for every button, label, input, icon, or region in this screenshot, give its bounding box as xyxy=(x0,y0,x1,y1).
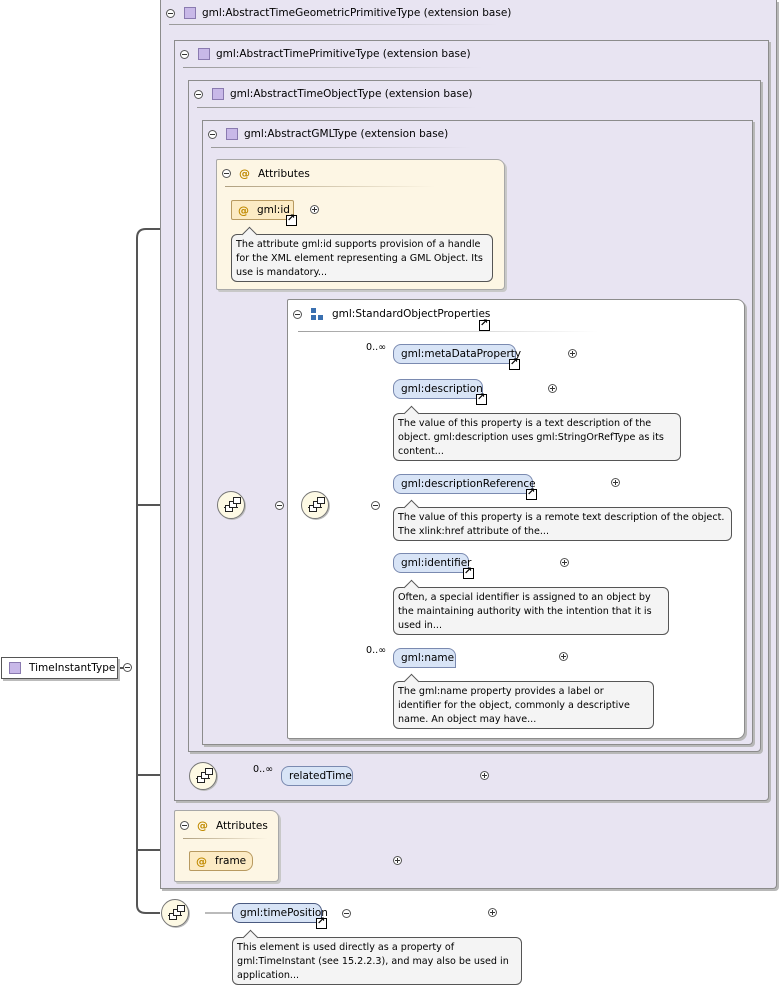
reference-arrow-icon xyxy=(316,916,327,929)
frame-attribute[interactable]: @ frame xyxy=(189,851,253,871)
expand-icon[interactable] xyxy=(568,349,578,358)
collapse-icon[interactable] xyxy=(180,49,189,59)
element-name[interactable]: gml:name xyxy=(393,648,456,668)
root-type-box[interactable]: TimeInstantType xyxy=(1,657,118,679)
attributes-title: Attributes xyxy=(258,167,310,180)
reference-arrow-icon xyxy=(509,357,520,370)
reference-arrow-icon xyxy=(463,566,474,579)
root-type-label: TimeInstantType xyxy=(29,662,116,674)
sequence-compositor-icon[interactable] xyxy=(161,899,189,927)
attribute-at-icon: @ xyxy=(197,819,208,832)
element-description-reference[interactable]: gml:descriptionReference xyxy=(393,474,536,494)
element-time-position[interactable]: gml:timePosition xyxy=(232,903,328,923)
complex-type-icon xyxy=(184,7,196,19)
complex-type-icon xyxy=(198,48,210,60)
attribute-at-icon: @ xyxy=(196,854,207,868)
collapse-icon[interactable] xyxy=(371,501,381,510)
element-label: gml:identifier xyxy=(401,557,472,569)
frame-title: gml:AbstractTimeGeometricPrimitiveType (… xyxy=(202,7,512,19)
expand-icon[interactable] xyxy=(488,908,498,917)
name-note: The gml:name property provides a label o… xyxy=(393,673,654,729)
collapse-icon[interactable] xyxy=(180,821,189,830)
group-title: gml:StandardObjectProperties xyxy=(332,308,491,320)
sequence-compositor-icon[interactable] xyxy=(217,491,245,519)
reference-arrow-icon xyxy=(479,318,490,331)
element-label: gml:description xyxy=(401,383,483,395)
expand-icon[interactable] xyxy=(558,652,568,661)
collapse-icon[interactable] xyxy=(342,909,352,918)
reference-arrow-icon xyxy=(286,213,297,226)
frame-title: gml:AbstractGMLType (extension base) xyxy=(244,128,449,140)
collapse-icon[interactable] xyxy=(222,169,231,178)
collapse-icon[interactable] xyxy=(208,129,217,139)
collapse-icon[interactable] xyxy=(194,89,203,99)
group-icon xyxy=(311,308,323,320)
complex-type-icon xyxy=(212,88,224,100)
collapse-icon[interactable] xyxy=(293,309,302,319)
element-label: gml:name xyxy=(401,652,455,664)
reference-arrow-icon xyxy=(476,392,487,405)
element-description[interactable]: gml:description xyxy=(393,379,483,399)
expand-icon[interactable] xyxy=(480,771,490,780)
gml-id-note: The attribute gml:id supports provision … xyxy=(231,226,493,282)
element-identifier[interactable]: gml:identifier xyxy=(393,553,472,573)
expand-icon[interactable] xyxy=(611,478,621,487)
element-label: gml:timePosition xyxy=(240,907,328,919)
cardinality-label: 0..∞ xyxy=(253,764,274,775)
element-related-time[interactable]: relatedTime xyxy=(281,766,353,786)
complex-type-icon xyxy=(226,128,238,140)
gml-id-label: gml:id xyxy=(257,204,290,216)
attribute-at-icon: @ xyxy=(239,167,250,180)
description-note: The value of this property is a text des… xyxy=(393,405,681,461)
gml-id-attribute[interactable]: @ gml:id xyxy=(231,200,294,220)
description-reference-note: The value of this property is a remote t… xyxy=(393,499,732,541)
expand-icon[interactable] xyxy=(547,384,557,393)
expand-icon[interactable] xyxy=(560,558,570,567)
identifier-note: Often, a special identifier is assigned … xyxy=(393,579,669,635)
collapse-icon[interactable] xyxy=(166,8,175,18)
element-label: relatedTime xyxy=(289,770,352,782)
sequence-compositor-icon[interactable] xyxy=(189,762,217,790)
sequence-compositor-icon[interactable] xyxy=(301,491,329,519)
attribute-at-icon: @ xyxy=(238,203,249,217)
element-label: gml:metaDataProperty xyxy=(401,348,522,360)
collapse-icon[interactable] xyxy=(274,501,284,510)
frame-title: gml:AbstractTimeObjectType (extension ba… xyxy=(230,88,473,100)
root-collapse-icon[interactable] xyxy=(123,663,132,672)
cardinality-label: 0..∞ xyxy=(366,645,387,656)
cardinality-label: 0..∞ xyxy=(366,342,387,353)
frame-title: gml:AbstractTimePrimitiveType (extension… xyxy=(216,48,471,60)
expand-icon[interactable] xyxy=(392,856,402,865)
element-label: gml:descriptionReference xyxy=(401,478,536,490)
attributes-title: Attributes xyxy=(216,819,268,832)
frame-attribute-label: frame xyxy=(215,855,247,867)
element-metadata-property[interactable]: gml:metaDataProperty xyxy=(393,344,521,364)
reference-arrow-icon xyxy=(526,487,537,500)
expand-icon[interactable] xyxy=(310,205,320,214)
time-position-note: This element is used directly as a prope… xyxy=(232,929,522,985)
frame-attributes-box: @ Attributes xyxy=(174,810,279,882)
complex-type-icon xyxy=(9,662,21,674)
